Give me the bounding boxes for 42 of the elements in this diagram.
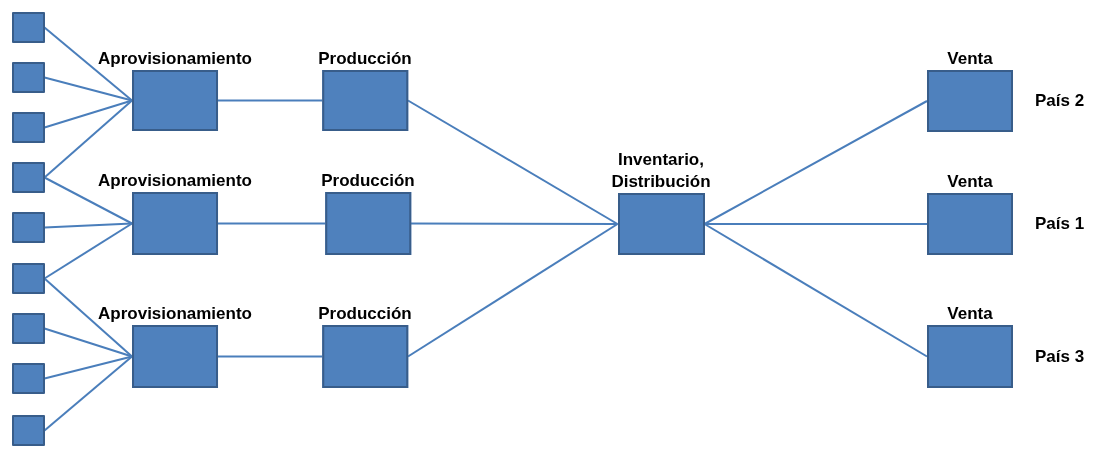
connector-line bbox=[217, 99, 323, 102]
connector-line bbox=[43, 222, 133, 280]
small-box bbox=[11, 162, 45, 193]
node-heading: Producción bbox=[318, 48, 412, 70]
connector-line bbox=[43, 277, 133, 358]
node-heading: Venta bbox=[947, 48, 993, 70]
small-box bbox=[11, 363, 45, 394]
connector-line bbox=[43, 76, 133, 102]
node-heading: Producción bbox=[318, 303, 412, 325]
country-label: País 1 bbox=[1035, 213, 1085, 235]
connector-line bbox=[43, 355, 133, 380]
small-box bbox=[11, 263, 45, 294]
node-heading: Producción bbox=[321, 170, 415, 192]
node-heading: Inventario, Distribución bbox=[610, 149, 712, 193]
node-heading: Venta bbox=[947, 303, 993, 325]
connector-line bbox=[43, 327, 133, 358]
connector-line bbox=[43, 222, 133, 229]
connector-line bbox=[407, 223, 619, 358]
node-heading: Aprovisionamiento bbox=[98, 303, 252, 325]
connector-line bbox=[703, 223, 928, 225]
node-heading: Venta bbox=[947, 171, 993, 193]
node-heading: Aprovisionamiento bbox=[98, 48, 252, 70]
small-box bbox=[11, 112, 45, 143]
connector-line bbox=[43, 99, 133, 129]
small-box bbox=[11, 62, 45, 93]
small-box bbox=[11, 313, 45, 344]
node-heading: Aprovisionamiento bbox=[98, 170, 252, 192]
country-label: País 2 bbox=[1035, 90, 1085, 112]
small-box bbox=[11, 212, 45, 243]
connector-line bbox=[410, 222, 619, 225]
connector-line bbox=[217, 222, 326, 225]
connector-line bbox=[43, 355, 133, 432]
connector-line bbox=[43, 99, 133, 179]
connector-line bbox=[407, 99, 619, 225]
small-box bbox=[11, 415, 45, 446]
small-box bbox=[11, 12, 45, 43]
connector-line bbox=[703, 223, 928, 358]
connector-line bbox=[43, 176, 133, 225]
connector-line bbox=[43, 26, 133, 102]
connector-line bbox=[217, 355, 323, 358]
connector-line bbox=[703, 100, 928, 225]
country-label: País 3 bbox=[1035, 345, 1085, 368]
